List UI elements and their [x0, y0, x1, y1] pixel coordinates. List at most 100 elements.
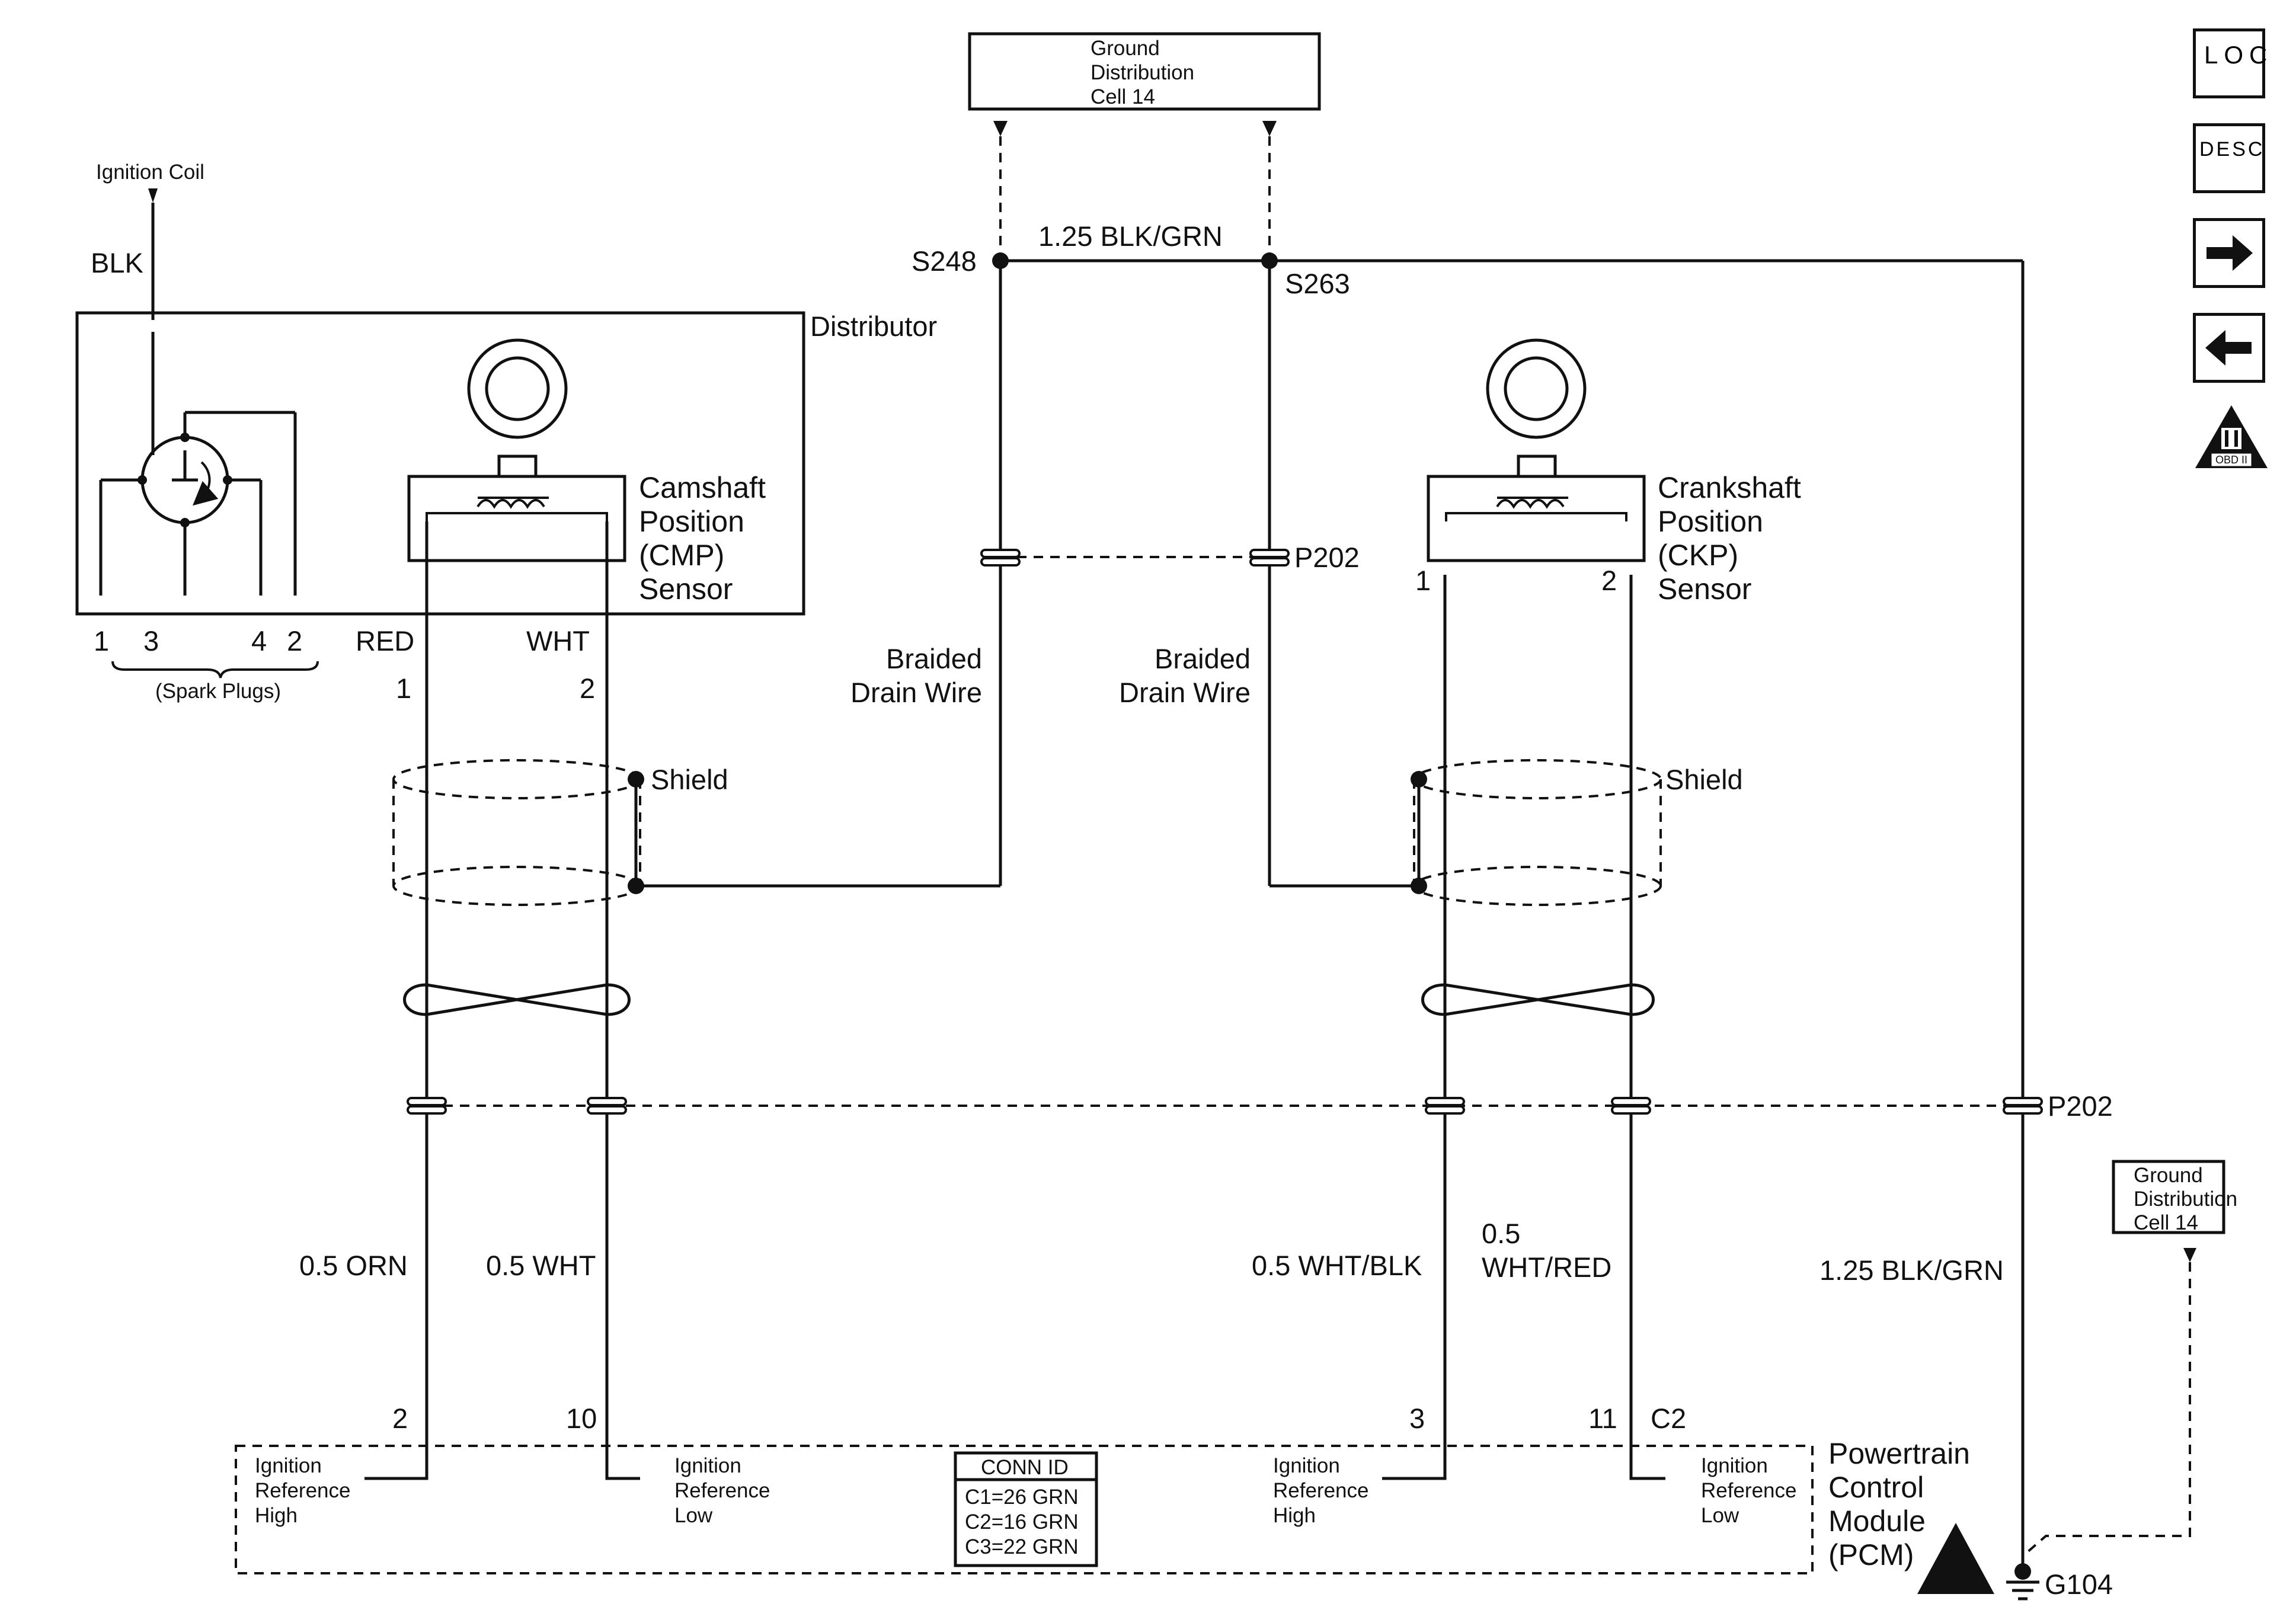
diagram-label: Position — [1658, 505, 1763, 538]
arrow-right-icon — [2207, 235, 2253, 271]
diagram-label: RED — [356, 625, 414, 657]
diagram-label: Shield — [651, 764, 728, 795]
loc-label: LOC — [2204, 41, 2273, 69]
twisted-pair-right — [1421, 983, 1655, 1016]
diagram-label: 2 — [392, 1403, 408, 1434]
ground-g104: G104 — [2006, 1563, 2113, 1601]
diagram-label: 2 — [1601, 565, 1617, 596]
diagram-label: High — [255, 1504, 298, 1527]
diagram-label: (Spark Plugs) — [155, 680, 281, 703]
diagram-label: WHT/RED — [1482, 1251, 1611, 1283]
obd-ii-button[interactable]: OBD II — [2193, 402, 2270, 473]
diagram-label: Sensor — [639, 572, 733, 606]
diagram-label: Distribution — [1091, 61, 1194, 84]
diagram-label: WHT — [526, 625, 590, 657]
diagram-label: S263 — [1285, 268, 1350, 299]
diagram-label: 3 — [143, 625, 159, 657]
diagram-label: 2 — [287, 625, 302, 657]
nav-panel: LOC DESC OBD II — [2193, 28, 2276, 479]
diagram-label: (PCM) — [1828, 1538, 1914, 1571]
diagram-label: Module — [1828, 1505, 1926, 1538]
diagram-label: 0.5 ORN — [299, 1250, 408, 1281]
diagram-label: Powertrain — [1828, 1437, 1970, 1470]
diagram-label: C3=22 GRN — [965, 1535, 1079, 1558]
twisted-pair-left — [403, 983, 631, 1016]
diagram-label: Reference — [255, 1479, 350, 1502]
p202-lower: P202 — [407, 1090, 2113, 1122]
diagram-label: 1.25 BLK/GRN — [1038, 220, 1223, 252]
diagram-label: Distribution — [2134, 1188, 2237, 1211]
diagram-label: (CKP) — [1658, 539, 1738, 572]
diagram-label: G104 — [2045, 1569, 2113, 1600]
diagram-label: 11 — [1588, 1403, 1617, 1434]
diagram-label: Drain Wire — [1119, 677, 1251, 708]
diagram-label: Crankshaft — [1658, 471, 1801, 504]
ignition-coil: Ignition Coil BLK — [91, 161, 204, 320]
diagram-label: 0.5 WHT — [486, 1250, 596, 1281]
diagram-label: Ignition Coil — [96, 161, 204, 184]
diagram-label: Reference — [1701, 1479, 1796, 1502]
desc-button[interactable]: DESC — [2193, 123, 2265, 193]
diagram-label: Distributor — [810, 311, 937, 342]
diagram-label: Cell 14 — [2134, 1211, 2198, 1234]
diagram-label: C2 — [1651, 1403, 1686, 1434]
shield-left: Shield — [392, 759, 728, 906]
cmp-sensor: Camshaft Position (CMP) Sensor RED WHT 1… — [356, 338, 766, 1446]
drain-wires: Braided Drain Wire Braided Drain Wire — [636, 261, 1419, 888]
obd-ii-icon: OBD II — [2195, 405, 2268, 468]
diagram-label: 4 — [251, 625, 267, 657]
diagram-label: Reference — [1273, 1479, 1368, 1502]
diagram-label: High — [1273, 1504, 1316, 1527]
diagram-label: Braided — [1155, 643, 1251, 674]
diagram-label: Ignition — [1701, 1454, 1768, 1477]
diagram-label: Low — [1701, 1504, 1739, 1527]
esd-warning-icon — [1917, 1523, 1994, 1594]
diagram-label: Drain Wire — [850, 677, 982, 708]
diagram-label: Shield — [1665, 764, 1743, 795]
diagram-label: 1 — [94, 625, 109, 657]
p202-upper: P202 — [980, 542, 1360, 573]
diagram-label: Control — [1828, 1471, 1924, 1504]
prev-page-button[interactable] — [2193, 313, 2265, 383]
diagram-label: (CMP) — [639, 539, 724, 572]
diagram-label: Reference — [674, 1479, 770, 1502]
desc-label: DESC — [2199, 138, 2265, 161]
diagram-label: C2=16 GRN — [965, 1510, 1079, 1534]
diagram-label: 1 — [1415, 565, 1431, 596]
wire-labels: 0.5 ORN 0.5 WHT 0.5 WHT/BLK 0.5 WHT/RED … — [299, 1218, 2004, 1286]
diagram-label: Braided — [886, 643, 982, 674]
shield-right: Shield — [1411, 759, 1743, 906]
diagram-label: P202 — [2048, 1090, 2113, 1122]
diagram-label: 2 — [580, 673, 595, 704]
diagram-label: Ignition — [674, 1454, 741, 1477]
diagram-label: Sensor — [1658, 572, 1751, 606]
distributor: Distributor 1 3 4 2 (Spark Plugs) — [75, 311, 937, 703]
diagram-label: 0.5 WHT/BLK — [1252, 1250, 1422, 1281]
diagram-label: C1=26 GRN — [965, 1486, 1079, 1509]
pcm: 2 10 3 11 C2 Ignition Reference High Ign… — [235, 1403, 1994, 1594]
diagram-label: Low — [674, 1504, 713, 1527]
diagram-label: Camshaft — [639, 471, 766, 504]
diagram-label: Ignition — [255, 1454, 322, 1477]
diagram-label: BLK — [91, 247, 143, 279]
diagram-label: 0.5 — [1482, 1218, 1520, 1249]
ckp-sensor: Crankshaft Position (CKP) Sensor 1 2 — [1415, 338, 1801, 1446]
diagram-label: Ground — [2134, 1164, 2203, 1187]
diagram-label: 1.25 BLK/GRN — [1819, 1254, 2004, 1286]
diagram-label: 3 — [1409, 1403, 1425, 1434]
diagram-label: Ignition — [1273, 1454, 1340, 1477]
obd-label: OBD II — [2215, 454, 2247, 466]
ground-distribution-top: Ground Distribution Cell 14 — [968, 32, 1321, 261]
diagram-label: P202 — [1294, 542, 1360, 573]
arrow-left-icon — [2205, 330, 2252, 366]
diagram-label: Ground — [1091, 37, 1160, 60]
diagram-label: 10 — [566, 1403, 597, 1434]
loc-button[interactable]: LOC — [2193, 28, 2267, 98]
diagram-label: 1 — [396, 673, 411, 704]
next-page-button[interactable] — [2193, 218, 2265, 288]
diagram-label: Position — [639, 505, 744, 538]
top-ground-wire: S248 S263 1.25 BLK/GRN — [912, 220, 2025, 1571]
diagram-label: Cell 14 — [1091, 85, 1155, 108]
ground-distribution-right: Ground Distribution Cell 14 — [2026, 1160, 2237, 1554]
